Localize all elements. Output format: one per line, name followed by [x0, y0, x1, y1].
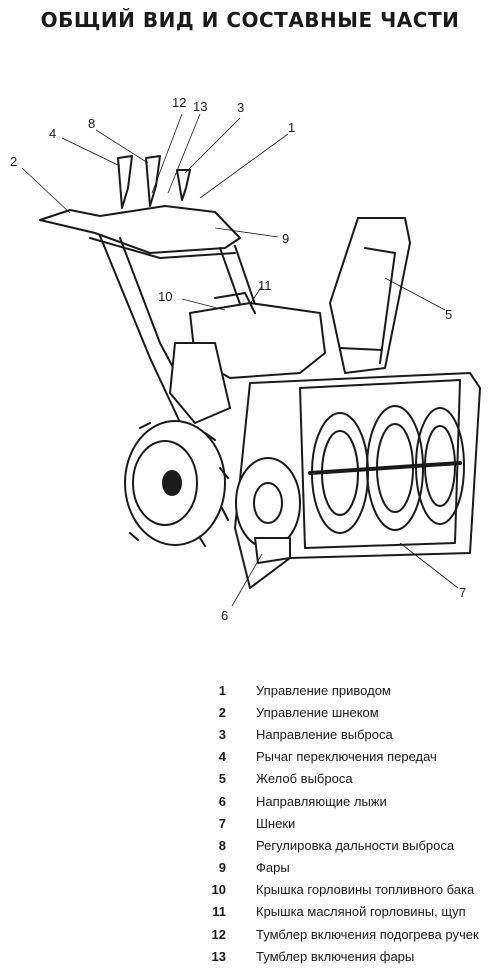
legend-number: 3	[218, 726, 226, 742]
legend-item: 2 Управление шнеком	[196, 701, 496, 723]
legend-text: Направление выброса	[256, 726, 393, 742]
legend-item: 12 Тумблер включения подогрева ручек	[196, 923, 496, 945]
legend-text: Управление приводом	[256, 682, 391, 698]
legend-text: Тумблер включения фары	[256, 948, 415, 964]
callout-7: 7	[459, 585, 466, 600]
legend-text: Тумблер включения подогрева ручек	[256, 926, 479, 942]
legend-number: 6	[218, 793, 226, 809]
legend-text: Направляющие лыжи	[256, 793, 387, 809]
legend-number: 1	[218, 682, 226, 698]
callout-5: 5	[445, 307, 452, 322]
callout-11: 11	[258, 278, 272, 293]
callout-4: 4	[49, 126, 56, 141]
legend-number: 2	[218, 704, 226, 720]
legend-number: 10	[211, 882, 226, 898]
legend-text: Фары	[256, 860, 290, 876]
page-title: ОБЩИЙ ВИД И СОСТАВНЫЕ ЧАСТИ	[40, 8, 460, 32]
callout-3: 3	[237, 100, 244, 115]
legend-number: 13	[211, 948, 226, 964]
legend-number: 4	[218, 749, 226, 765]
legend-text: Шнеки	[256, 815, 296, 831]
legend-item: 4 Рычаг переключения передач	[196, 746, 496, 768]
legend-item: 6 Направляющие лыжи	[196, 790, 496, 812]
legend-text: Крышка горловины топливного бака	[256, 882, 475, 898]
callout-10: 10	[158, 289, 172, 304]
legend-number: 11	[212, 904, 226, 920]
legend-text: Регулировка дальности выброса	[256, 837, 455, 853]
legend-number: 8	[218, 837, 226, 853]
legend-number: 9	[218, 860, 226, 876]
legend-number: 7	[218, 815, 226, 831]
snowblower-illustration: 1 2 3 4 5 6 7 8 9 10 11 12 13	[10, 95, 481, 623]
legend-item: 5 Желоб выброса	[196, 768, 496, 790]
legend-item: 11 Крышка масляной горловины, щуп	[196, 901, 496, 923]
legend-number: 12	[211, 926, 226, 942]
legend-item: 3 Направление выброса	[196, 723, 496, 745]
callout-6: 6	[221, 608, 228, 623]
snowblower-figure: 1 2 3 4 5 6 7 8 9 10 11 12 13	[0, 88, 500, 633]
legend-text: Крышка масляной горловины, щуп	[256, 904, 466, 920]
legend-item: 9 Фары	[196, 857, 496, 879]
legend-number: 5	[218, 771, 226, 787]
legend-text: Управление шнеком	[256, 704, 379, 720]
legend-item: 7 Шнеки	[196, 812, 496, 834]
legend-text: Желоб выброса	[256, 771, 353, 787]
callout-1: 1	[288, 120, 295, 135]
callout-12: 12	[172, 95, 186, 110]
callout-2: 2	[10, 154, 17, 169]
legend-item: 10 Крышка горловины топливного бака	[196, 879, 496, 901]
callout-9: 9	[282, 231, 289, 246]
legend-item: 13 Тумблер включения фары	[196, 945, 496, 967]
legend-text: Рычаг переключения передач	[256, 749, 437, 765]
callout-13: 13	[193, 99, 207, 114]
legend-item: 8 Регулировка дальности выброса	[196, 834, 496, 856]
callout-8: 8	[88, 116, 95, 131]
legend-item: 1 Управление приводом	[196, 679, 496, 701]
